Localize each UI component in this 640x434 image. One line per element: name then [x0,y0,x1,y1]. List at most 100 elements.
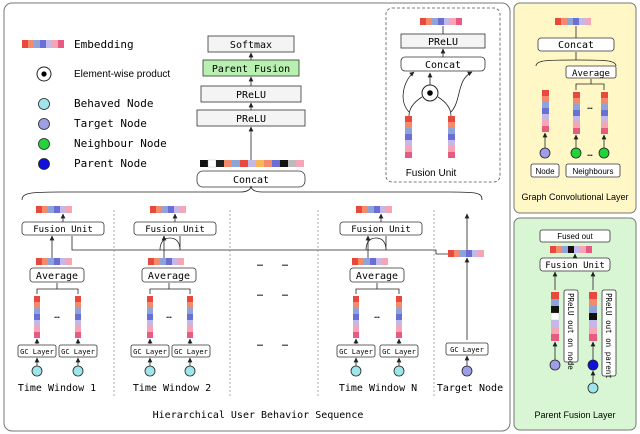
tw1-average-label: Average [36,271,78,282]
target-node-column: GC Layer Target Node [437,213,503,394]
softmax-box [207,35,295,53]
twn-ellipsis: … [374,311,380,321]
pfl-caption: Parent Fusion Layer [534,410,615,420]
main-panel [3,2,511,432]
pfl-fusion-unit-label: Fusion Unit [545,261,605,271]
tw2-gc-layer-right [171,344,211,358]
twn-average-box [349,267,405,283]
prelu-lower-label: PReLU [236,114,266,125]
middle-ellipsis-3: … [257,288,263,299]
tw2-fusion-unit-label: Fusion Unit [145,225,205,235]
tw2-average-box [141,267,197,283]
pfl-prelu-node-label: PReLU out on node [566,293,575,370]
twn-label: Time Window N [339,383,417,394]
top-stack: Softmax Parent Fusion PReLU PReLU Concat [196,35,306,188]
legend-parent-node-icon [38,158,50,170]
legend-neighbour-node-label: Neighbour Node [74,137,167,150]
legend-target-node-icon [38,118,50,130]
gcl-neighbour-embedding-2 [601,92,608,134]
time-window-n: Fusion Unit Average … GC Layer G [336,206,423,394]
middle-ellipsis-1: … [257,258,263,269]
fusion-inset-prelu-label: PReLU [428,37,458,48]
pfl-parent-node [587,359,599,371]
gcl-node-label: Node [535,167,555,176]
gcl-caption: Graph Convolutional Layer [521,192,628,202]
tw2-gc-layer-left [130,344,170,358]
tw2-emb-right [187,296,193,338]
pfl-prelu-parent-box [601,289,617,377]
legend-embedding-swatch [22,40,64,48]
legend-target-node-label: Target Node [74,117,147,130]
tw1-avg-embedding [36,258,72,265]
target-gc-layer [445,342,489,356]
tw1-ellipsis: … [54,311,60,321]
tw2-output-embedding [150,206,186,213]
gcl-average-label: Average [572,69,610,79]
gcl-neighbours-label-box [565,163,621,178]
tw1-gc-layer-right [58,344,98,358]
tw1-gc-layer-left [17,344,57,358]
fusion-inset-concat-label: Concat [425,60,461,71]
fusion-inset-input-right [448,116,455,158]
gcl-output-embedding [555,18,591,25]
gcl-node-embedding [542,90,549,132]
gcl-node-ellipsis: … [587,149,593,159]
concat-embedding-bar [200,159,304,168]
gcl-node-label-box [530,163,560,178]
tw1-emb-left [34,296,40,338]
fusion-inset-output-embedding [420,18,462,25]
tw1-fusion-unit-label: Fusion Unit [33,225,93,235]
tw2-behaved-node-left [144,365,156,377]
pfl-target-node [549,359,561,371]
tw2-behaved-node-right [184,365,196,377]
tw2-emb-left [147,296,153,338]
middle-ellipses: … … … … … … [257,258,288,349]
target-embedding [448,250,484,257]
tw1-output-embedding [36,206,72,213]
gcl-neighbour-node-1 [570,147,582,159]
fusion-unit-inset-frame [385,7,501,183]
twn-gc-right-label: GC Layer [382,348,416,356]
sequence-brace [21,185,483,201]
legend-embedding-label: Embedding [74,38,134,51]
twn-avg-embedding [352,258,388,265]
twn-gc-left-label: GC Layer [339,348,373,356]
twn-behaved-node-right [393,365,405,377]
tw2-gc-left-label: GC Layer [133,348,167,356]
fusion-inset-input-left [405,116,412,158]
tw2-ellipsis: … [166,311,172,321]
time-window-1: Fusion Unit Average … GC Layer G [17,206,105,394]
legend-behaved-node-label: Behaved Node [74,97,153,110]
concat-label: Concat [233,175,269,186]
target-node-label: Target Node [437,383,503,394]
twn-fusion-unit-label: Fusion Unit [351,225,411,235]
twn-behaved-node-left [350,365,362,377]
tw1-average-box [29,267,85,283]
tw2-gc-right-label: GC Layer [174,348,208,356]
pfl-fused-out-label: Fused out [557,232,593,241]
gcl-target-node [539,147,551,159]
middle-ellipsis-5: … [257,338,263,349]
pfl-output-embedding [550,246,592,253]
sequence-caption: Hierarchical User Behavior Sequence [153,410,364,421]
pfl-parent-embedding [589,292,597,341]
pfl-behaved-node [587,382,599,394]
tw2-avg-embedding [148,258,184,265]
gcl-neighbours-label: Neighbours [573,167,614,176]
legend-parent-node-label: Parent Node [74,157,147,170]
gcl-neighbour-embedding-1 [573,92,580,134]
fusion-inset-caption: Fusion Unit [406,168,457,179]
twn-output-embedding [356,206,392,213]
target-node-circle [461,365,473,377]
time-window-2: Fusion Unit Average … GC Layer G [130,206,217,394]
twn-average-label: Average [356,271,398,282]
twn-gc-layer-right [379,344,419,358]
gcl-concat-box [537,37,615,52]
tw1-gc-right-label: GC Layer [61,348,95,356]
tw2-label: Time Window 2 [133,383,211,394]
gcl-average-box [565,65,617,79]
pfl-prelu-parent-label: PReLU out on parent [604,293,613,379]
pfl-prelu-node-box [563,289,579,363]
twn-emb-right [396,296,402,338]
